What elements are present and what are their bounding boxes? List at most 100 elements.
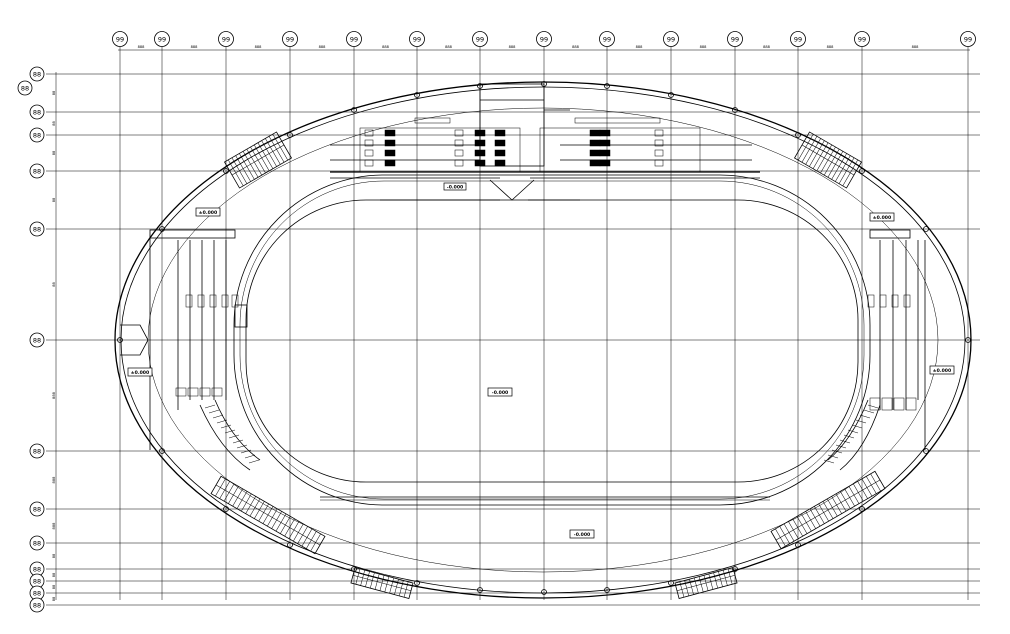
- east-stand: [867, 229, 926, 450]
- top-dimension: 888: [509, 45, 517, 49]
- svg-text:99: 99: [858, 35, 866, 43]
- svg-text:88: 88: [33, 167, 41, 175]
- side-dimension: 88: [52, 553, 56, 558]
- svg-text:99: 99: [116, 35, 124, 43]
- row-axis-bubble: 88: [29, 573, 45, 589]
- west-upper-level-tag: ±0.000: [195, 207, 221, 217]
- side-dimension: 88: [52, 197, 56, 202]
- svg-text:99: 99: [158, 35, 166, 43]
- north-level-tag: -0.000: [443, 182, 467, 191]
- column-axis-bubble: 99: [409, 31, 425, 47]
- svg-text:99: 99: [603, 35, 611, 43]
- west-stand: [120, 229, 248, 450]
- side-dimension: 88: [52, 282, 56, 287]
- row-axis-bubble: 88: [29, 163, 45, 179]
- svg-text:88: 88: [33, 70, 41, 78]
- elevation-tags: -0.000 -0.000 -0.000 ±0.000 ±0.000 ±0.00…: [127, 182, 955, 539]
- east-side-level-tag: ±0.000: [929, 365, 955, 375]
- svg-text:88: 88: [33, 108, 41, 116]
- top-dimension: 888: [319, 45, 327, 49]
- column-axis-bubble: 99: [346, 31, 362, 47]
- column-axis-bubble: 99: [790, 31, 806, 47]
- column-axis-bubble: 99: [854, 31, 870, 47]
- svg-text:-0.000: -0.000: [574, 532, 590, 538]
- svg-text:88: 88: [33, 225, 41, 233]
- svg-text:99: 99: [964, 35, 972, 43]
- svg-text:99: 99: [413, 35, 421, 43]
- svg-text:99: 99: [350, 35, 358, 43]
- top-dimension: 888: [255, 45, 263, 49]
- column-axis-bubble: 99: [282, 31, 298, 47]
- side-dimension: 88: [52, 596, 56, 601]
- side-dimension: 88: [52, 572, 56, 577]
- row-axis-bubble: 88: [29, 443, 45, 459]
- row-axis-bubble: 88: [29, 127, 45, 143]
- top-dimension: 888: [636, 45, 644, 49]
- svg-text:±0.000: ±0.000: [199, 210, 217, 216]
- column-axis-bubble: 99: [472, 31, 488, 47]
- south-level-tag: -0.000: [569, 529, 595, 539]
- row-axis-bubble: 88: [29, 535, 45, 551]
- column-axis-bubble: 99: [536, 31, 552, 47]
- svg-text:88: 88: [21, 84, 29, 92]
- column-axis-bubble: 99: [960, 31, 976, 47]
- stair-cores: [199, 131, 886, 599]
- top-dimension: 888: [700, 45, 708, 49]
- svg-text:99: 99: [286, 35, 294, 43]
- column-axis-bubble: 99: [112, 31, 128, 47]
- svg-text:99: 99: [540, 35, 548, 43]
- row-axis-bubble: 88: [29, 597, 45, 613]
- top-dimension: 888: [445, 45, 453, 49]
- svg-text:±0.000: ±0.000: [131, 370, 149, 376]
- svg-text:99: 99: [731, 35, 739, 43]
- svg-text:88: 88: [33, 539, 41, 547]
- top-dimension: 888: [827, 45, 835, 49]
- svg-text:88: 88: [33, 565, 41, 573]
- side-dimension: 888: [52, 391, 56, 399]
- east-upper-level-tag: ±0.000: [869, 212, 895, 222]
- top-dimension: 888: [763, 45, 771, 49]
- row-axis-bubble: 88: [29, 104, 45, 120]
- svg-text:±0.000: ±0.000: [933, 368, 951, 374]
- svg-text:99: 99: [794, 35, 802, 43]
- svg-text:99: 99: [476, 35, 484, 43]
- west-side-level-tag: ±0.000: [127, 367, 153, 377]
- grid-lines: [46, 46, 980, 606]
- svg-text:88: 88: [33, 336, 41, 344]
- svg-text:-0.000: -0.000: [447, 185, 463, 191]
- svg-text:88: 88: [33, 577, 41, 585]
- top-dimension: 888: [572, 45, 580, 49]
- column-axis-bubble: 99: [154, 31, 170, 47]
- row-axis-bubble: 88: [17, 80, 33, 96]
- svg-text:88: 88: [33, 505, 41, 513]
- svg-text:88: 88: [33, 131, 41, 139]
- row-axis-bubble: 88: [29, 66, 45, 82]
- top-dimension: 888: [138, 45, 146, 49]
- svg-text:99: 99: [222, 35, 230, 43]
- north-grandstand: [330, 83, 760, 201]
- column-axis-bubble: 99: [599, 31, 615, 47]
- svg-text:-0.000: -0.000: [492, 390, 508, 396]
- field-level-tag: -0.000: [487, 387, 513, 397]
- svg-text:88: 88: [33, 589, 41, 597]
- svg-text:88: 88: [33, 601, 41, 609]
- side-dimension: 88: [52, 90, 56, 95]
- side-dimension: 888: [52, 476, 56, 484]
- side-dimension: 88: [52, 121, 56, 126]
- svg-text:99: 99: [667, 35, 675, 43]
- side-dimension: 88: [52, 150, 56, 155]
- top-dimension: 888: [382, 45, 390, 49]
- side-dimension: 888: [52, 522, 56, 530]
- svg-text:88: 88: [33, 447, 41, 455]
- svg-text:±0.000: ±0.000: [873, 215, 891, 221]
- row-axis-bubble: 88: [29, 332, 45, 348]
- side-dimension: 88: [52, 584, 56, 589]
- top-dimension: 888: [912, 45, 920, 49]
- row-axis-bubble: 88: [29, 221, 45, 237]
- column-axis-bubble: 99: [663, 31, 679, 47]
- column-axis-bubble: 99: [218, 31, 234, 47]
- row-axis-bubble: 88: [29, 501, 45, 517]
